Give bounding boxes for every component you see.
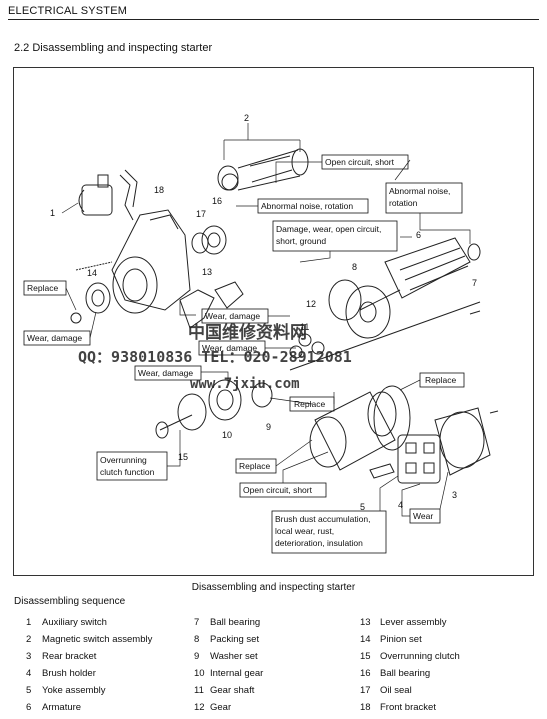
part-number-14: 14 bbox=[87, 268, 97, 278]
callout-armature-a: Damage, wear, open circuit, bbox=[276, 224, 381, 234]
part-number-3: 3 bbox=[452, 490, 457, 500]
rear-bracket-drawing bbox=[434, 407, 491, 476]
brush-holder-drawing bbox=[369, 434, 441, 484]
part-number-13: 13 bbox=[202, 267, 212, 277]
section-header-label: ELECTRICAL SYSTEM bbox=[8, 5, 128, 17]
figure-caption: Disassembling and inspecting starter bbox=[191, 582, 356, 593]
leader-lines bbox=[61, 123, 471, 517]
callout-replace-mid: Replace bbox=[294, 399, 325, 409]
part-number-7: 7 bbox=[472, 278, 477, 288]
callout-abnormal-noise-2a: Abnormal noise, bbox=[389, 186, 450, 196]
overrunning-clutch-drawing bbox=[155, 393, 207, 439]
callout-abnormal-noise-2b: rotation bbox=[389, 198, 418, 208]
part-number-2: 2 bbox=[244, 113, 249, 123]
part-number-5: 5 bbox=[360, 502, 365, 512]
armature-drawing bbox=[359, 237, 481, 311]
callout-overrunning-a: Overrunning bbox=[100, 455, 147, 465]
watermark: 中国维修资料网 QQ：938010836 TEL：020-28912081 ww… bbox=[78, 322, 352, 392]
callout-replace-left: Replace bbox=[27, 283, 58, 293]
figure-frame bbox=[13, 67, 534, 576]
part-number-8: 8 bbox=[352, 262, 357, 272]
section-title: 2.2 Disassembling and inspecting starter bbox=[14, 42, 213, 54]
callout-brush-a: Brush dust accumulation, bbox=[275, 514, 370, 524]
callout-abnormal-noise-1: Abnormal noise, rotation bbox=[261, 201, 353, 211]
callout-overrunning-b: clutch function bbox=[100, 467, 155, 477]
pinion-set-drawing bbox=[70, 282, 111, 324]
ball-bearing-oil-seal-drawing bbox=[191, 225, 227, 255]
callout-texts: Open circuit, short Abnormal noise, rota… bbox=[27, 157, 456, 548]
callout-wear-damage-left: Wear, damage bbox=[27, 333, 82, 343]
callout-replace-right: Replace bbox=[425, 375, 456, 385]
part-number-15: 15 bbox=[178, 452, 188, 462]
sequence-title: Disassembling sequence bbox=[14, 596, 126, 607]
callout-wear-bottom: Wear bbox=[413, 511, 433, 521]
callout-wear-damage-mid2: Wear, damage bbox=[202, 343, 257, 353]
yoke-assembly-drawing bbox=[309, 391, 397, 471]
part-number-11: 11 bbox=[300, 322, 309, 332]
header-rule bbox=[8, 19, 539, 20]
gear-shaft-drawing bbox=[289, 301, 481, 371]
part-number-12: 12 bbox=[306, 299, 316, 309]
part-number-1: 1 bbox=[50, 208, 55, 218]
callout-replace-bottom: Replace bbox=[239, 461, 270, 471]
part-number-4: 4 bbox=[398, 500, 403, 510]
packing-set-drawing bbox=[328, 279, 391, 339]
callout-brush-c: deterioration, insulation bbox=[275, 538, 363, 548]
auxiliary-switch-drawing bbox=[78, 169, 138, 221]
lever-assembly-drawing bbox=[179, 289, 215, 329]
watermark-line3: www.7jxiu.com bbox=[190, 376, 300, 392]
part-number-labels: 1 2 3 4 5 6 7 8 9 10 11 12 13 14 15 16 1… bbox=[50, 113, 477, 512]
callout-wear-damage-mid1: Wear, damage bbox=[205, 311, 260, 321]
watermark-line2: QQ：938010836 TEL：020-28912081 bbox=[78, 348, 352, 366]
part-number-18: 18 bbox=[154, 185, 164, 195]
callout-open-circuit-short-bottom: Open circuit, short bbox=[243, 485, 313, 495]
part-number-9: 9 bbox=[266, 422, 271, 432]
callout-armature-b: short, ground bbox=[276, 236, 326, 246]
part-number-6: 6 bbox=[416, 230, 421, 240]
internal-gear-drawing bbox=[208, 379, 273, 421]
magnetic-switch-drawing bbox=[217, 148, 309, 191]
callout-open-circuit-short-top: Open circuit, short bbox=[325, 157, 395, 167]
packing-ring-drawing bbox=[373, 385, 411, 451]
part-number-16: 16 bbox=[212, 196, 222, 206]
part-number-17: 17 bbox=[196, 209, 206, 219]
part-number-10: 10 bbox=[222, 430, 232, 440]
watermark-line1: 中国维修资料网 bbox=[188, 322, 307, 343]
front-bracket-drawing bbox=[111, 209, 191, 314]
gear-drawing bbox=[289, 333, 325, 359]
callout-brush-b: local wear, rust, bbox=[275, 526, 334, 536]
callout-wear-damage-mid3: Wear, damage bbox=[138, 368, 193, 378]
